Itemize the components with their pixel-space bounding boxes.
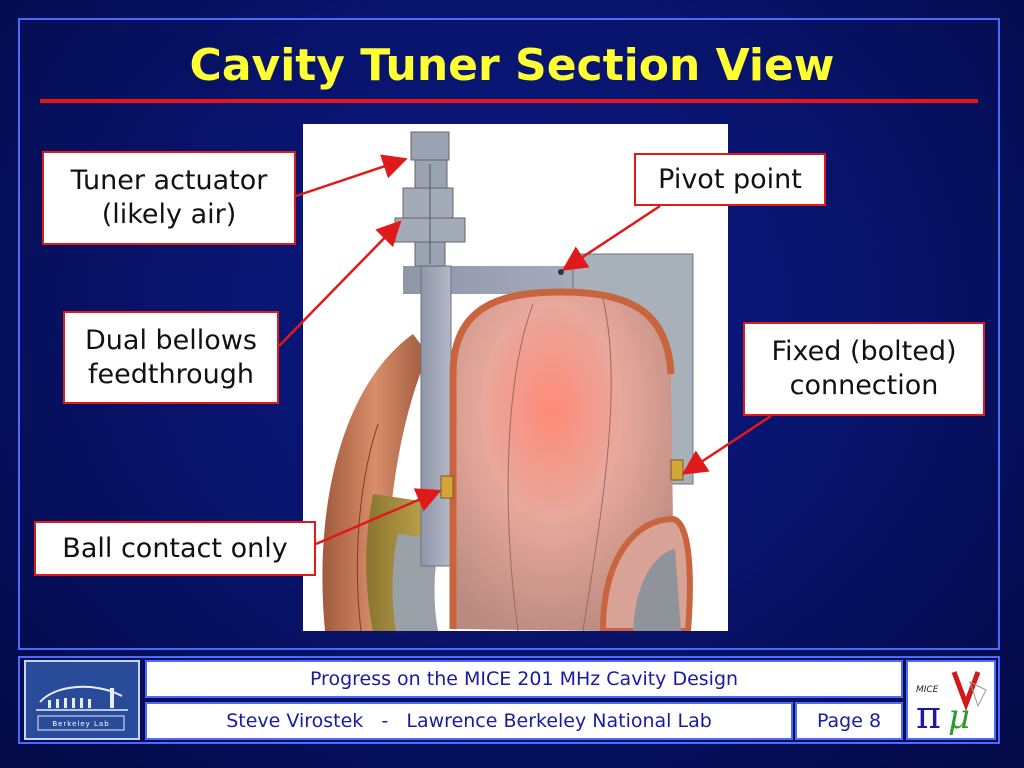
outer-copper-shell: [322, 334, 428, 631]
callout-fixed-connection-line1: Fixed (bolted): [771, 336, 957, 368]
callout-dual-bellows-line1: Dual bellows: [85, 324, 257, 356]
footer-frame: [18, 656, 1000, 744]
berkeley-lab-logo-text: Berkeley Lab: [52, 720, 109, 728]
footer-author: Steve Virostek - Lawrence Berkeley Natio…: [145, 702, 793, 740]
footer-talk-title: Progress on the MICE 201 MHz Cavity Desi…: [145, 660, 903, 698]
slide-title: Cavity Tuner Section View: [189, 40, 835, 91]
mice-logo: MICE π μ: [906, 660, 996, 740]
callout-pivot-point: Pivot point: [634, 153, 826, 206]
callout-ball-contact: Ball contact only: [34, 521, 316, 576]
callout-tuner-actuator: Tuner actuator (likely air): [42, 151, 296, 245]
callout-ball-contact-text: Ball contact only: [62, 532, 288, 564]
callout-pivot-point-text: Pivot point: [658, 163, 802, 195]
actuator-body: [410, 131, 450, 161]
berkeley-lab-logo: Berkeley Lab: [24, 660, 140, 740]
ball-contact-block: [440, 475, 454, 499]
footer-page-number: Page 8: [795, 702, 903, 740]
pivot-hole: [558, 269, 564, 275]
callout-dual-bellows: Dual bellows feedthrough: [63, 311, 279, 404]
callout-tuner-actuator-line2: (likely air): [101, 199, 237, 230]
mice-logo-text: MICE: [916, 685, 939, 695]
slide-frame: [18, 18, 1000, 650]
svg-text:π: π: [916, 693, 941, 737]
callout-dual-bellows-line2: feedthrough: [88, 358, 254, 390]
bolted-connection-block: [670, 459, 684, 481]
footer-page-number-text: Page 8: [816, 710, 882, 732]
title-underline: [40, 99, 978, 103]
callout-tuner-actuator-line1: Tuner actuator: [70, 165, 268, 197]
cavity-body: [453, 292, 673, 631]
callout-fixed-connection-line2: connection: [789, 370, 939, 401]
svg-text:μ: μ: [948, 697, 970, 737]
callout-fixed-connection: Fixed (bolted) connection: [743, 322, 985, 416]
cavity-section-illustration: [303, 124, 728, 631]
footer-author-text: Steve Virostek - Lawrence Berkeley Natio…: [226, 710, 712, 732]
footer-talk-title-text: Progress on the MICE 201 MHz Cavity Desi…: [309, 668, 739, 690]
